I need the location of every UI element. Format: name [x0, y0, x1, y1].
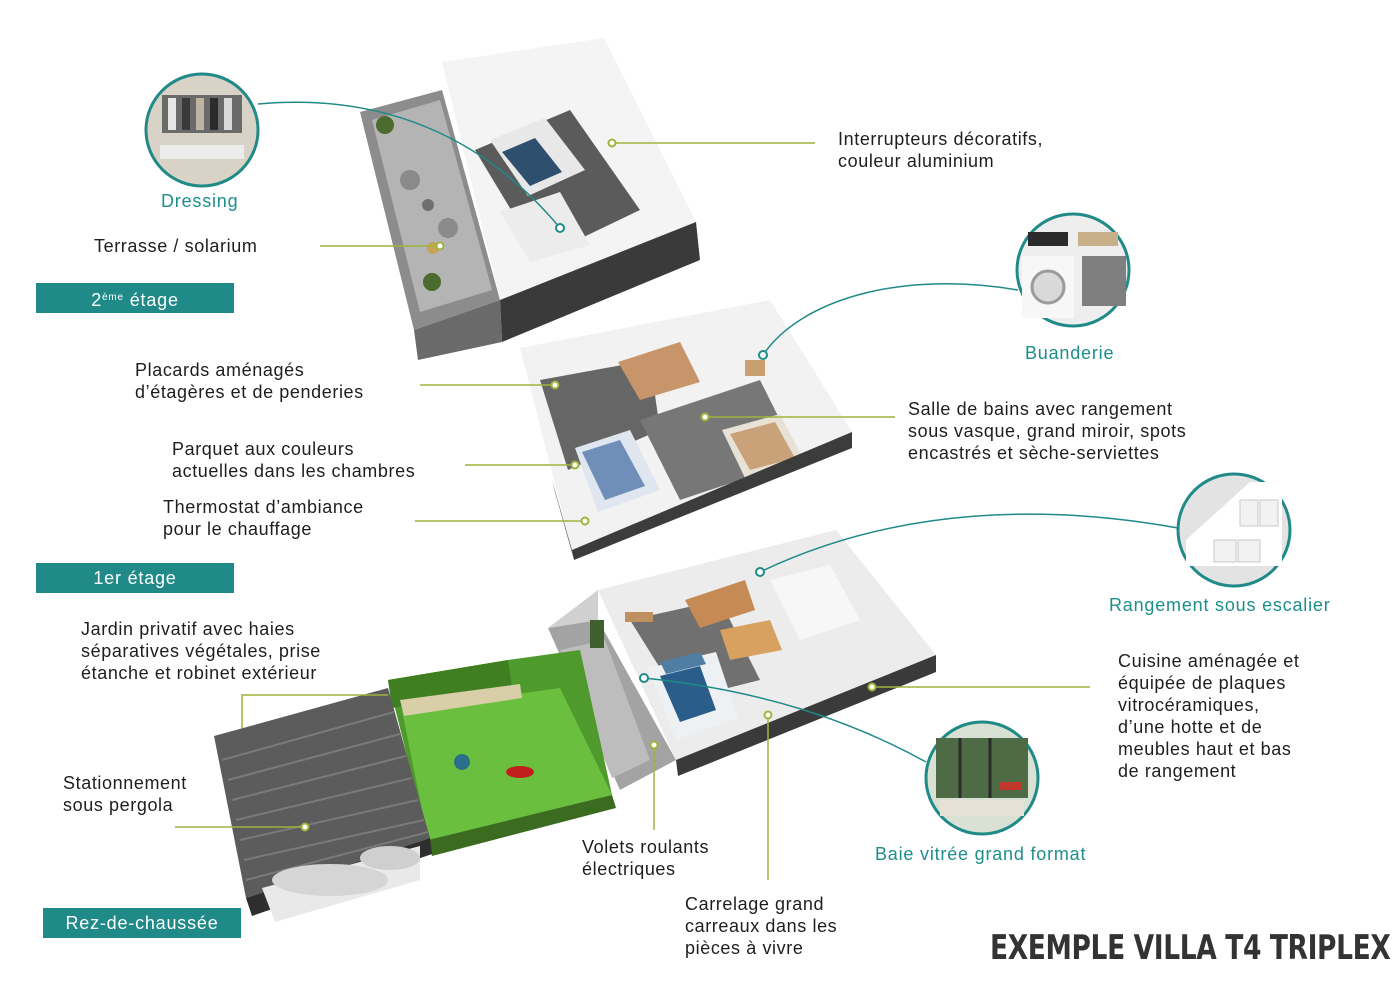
callout-dots [555, 223, 768, 683]
teal-callouts [257, 101, 1179, 763]
interrupteurs-label: Interrupteurs décoratifs, couleur alumin… [838, 129, 1044, 171]
rangement-photo [1176, 472, 1292, 588]
terrasse-label: Terrasse / solarium [94, 236, 258, 256]
thermostat-label: Thermostat d’ambiance pour le chauffage [163, 497, 364, 539]
buanderie-photo [1015, 212, 1131, 328]
carrelage-label: Carrelage grand carreaux dans les pièces… [685, 894, 838, 958]
dressing-caption: Dressing [161, 191, 239, 211]
salle-bains-label: Salle de bains avec rangement sous vasqu… [908, 399, 1187, 463]
pergola-model [214, 688, 432, 922]
floor-label-ground: Rez-de-chaussée [43, 908, 241, 938]
floor-number: 2 [91, 290, 103, 310]
floor-label-second: 2ème étage [36, 283, 234, 313]
volets-label: Volets roulants électriques [582, 837, 710, 879]
floor-label-first: 1er étage [36, 563, 234, 593]
first-floor-model [520, 300, 852, 560]
leader-dots [300, 138, 877, 832]
parquet-label: Parquet aux couleurs actuelles dans les … [172, 439, 416, 481]
baie-photo [924, 720, 1040, 836]
garden-model [388, 650, 616, 856]
buanderie-caption: Buanderie [1025, 343, 1115, 363]
stationnement-label: Stationnement sous pergola [63, 773, 187, 815]
jardin-label: Jardin privatif avec haies séparatives v… [81, 619, 321, 683]
page-title: EXEMPLE VILLA T4 TRIPLEX [990, 928, 1391, 968]
floor-suffix: ème [102, 292, 124, 303]
ground-floor-model [548, 530, 936, 790]
second-floor-model [360, 38, 700, 360]
placards-label: Placards aménagés d’étagères et de pende… [135, 360, 364, 402]
rangement-caption: Rangement sous escalier [1109, 595, 1331, 615]
dressing-photo [144, 72, 260, 188]
leader-lines [175, 142, 1090, 880]
cuisine-label: Cuisine aménagée et équipée de plaques v… [1118, 651, 1300, 781]
floor-word: étage [123, 290, 179, 310]
baie-caption: Baie vitrée grand format [875, 844, 1087, 864]
